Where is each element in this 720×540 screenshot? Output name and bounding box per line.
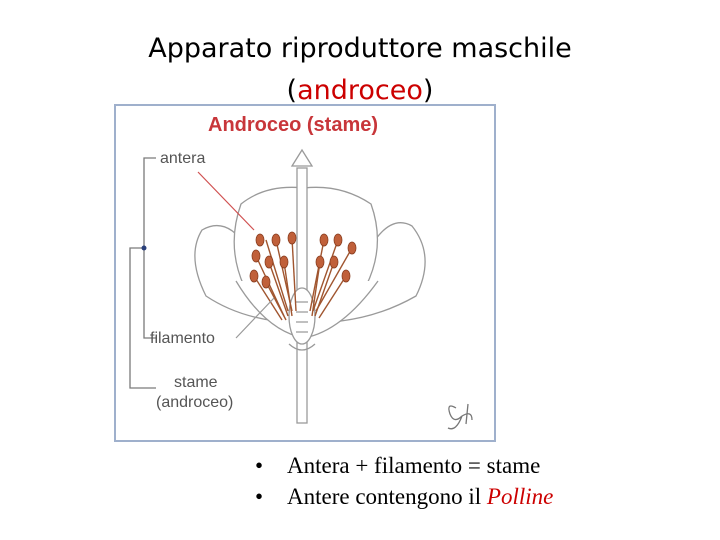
bullet-text: Antera + filamento = stame	[287, 453, 541, 478]
bullet-accent-word: Polline	[486, 484, 554, 509]
filament	[311, 261, 321, 317]
bullet-item-1: • Antera + filamento = stame	[255, 450, 553, 481]
anther	[347, 241, 357, 255]
filament	[291, 237, 297, 312]
filament	[312, 239, 339, 312]
pistil-stigma	[290, 148, 314, 167]
anther	[279, 255, 289, 269]
ovary	[288, 287, 316, 345]
anther	[333, 233, 343, 247]
title-paren-open: (	[286, 75, 298, 106]
anther	[319, 233, 329, 247]
label-androceo: (androceo)	[156, 394, 234, 411]
title-accent-word: androceo	[297, 75, 423, 106]
signature-stroke	[461, 403, 473, 425]
bullet-marker: •	[255, 484, 264, 509]
title-line-2: (androceo)	[0, 70, 720, 112]
ovary-base	[288, 343, 316, 351]
anther	[264, 255, 274, 269]
title-paren-close: )	[422, 75, 434, 106]
label-filamento: filamento	[150, 330, 215, 347]
anther	[251, 249, 261, 263]
filament	[309, 239, 325, 312]
bracket-dot	[141, 245, 147, 251]
androceo-figure: Androceo (stame)	[114, 104, 496, 442]
filament	[265, 281, 287, 321]
bullet-text: Antere contengono il	[287, 484, 487, 509]
anther	[329, 255, 339, 269]
anther	[341, 269, 351, 283]
signature-stroke	[447, 405, 463, 430]
anther	[255, 233, 265, 247]
bullet-marker: •	[255, 453, 264, 478]
filament	[314, 261, 335, 317]
anther	[271, 233, 281, 247]
artist-signature	[447, 403, 473, 430]
title-line-1: Apparato riproduttore maschile	[148, 33, 572, 64]
label-brackets	[129, 157, 156, 389]
bullet-item-2: • Antere contengono il Polline	[255, 481, 553, 512]
filament	[283, 261, 293, 317]
filament	[265, 239, 289, 312]
label-antera: antera	[160, 150, 206, 167]
anther	[315, 255, 325, 269]
leader-line-antera	[197, 171, 255, 231]
anther	[249, 269, 259, 283]
bullet-list: • Antera + filamento = stame • Antere cont…	[255, 450, 553, 512]
ovule-marks	[296, 301, 308, 333]
anther	[261, 275, 271, 289]
filament	[315, 247, 353, 312]
anthers	[249, 231, 357, 289]
flower-illustration	[129, 148, 473, 430]
filament	[268, 261, 289, 317]
label-stame: stame	[174, 374, 218, 391]
bracket-stame	[129, 247, 156, 389]
slide-title: Apparato riproduttore maschile (androceo…	[0, 28, 720, 112]
figure-heading: Androceo (stame)	[208, 114, 379, 136]
filaments	[253, 237, 353, 321]
filament	[318, 275, 347, 319]
filament	[253, 275, 283, 321]
leader-line-filamento	[235, 297, 275, 339]
anther	[287, 231, 297, 245]
